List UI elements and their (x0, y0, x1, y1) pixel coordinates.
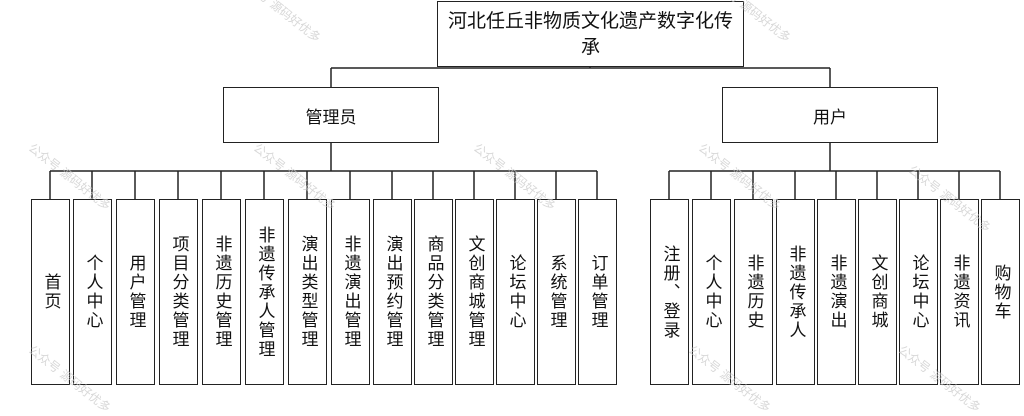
admin-node: 管理员 (223, 87, 439, 143)
admin-leaf: 订单管理 (578, 199, 617, 385)
leaf-label: 个人中心 (82, 254, 103, 330)
leaf-label: 非遗演出 (826, 254, 847, 330)
admin-leaf: 非遗演出管理 (331, 199, 370, 385)
leaf-label: 文创商城管理 (464, 235, 485, 349)
admin-leaf: 首页 (31, 199, 70, 385)
user-node: 用户 (722, 87, 938, 143)
leaf-label: 订单管理 (587, 254, 608, 330)
user-leaf: 购物车 (981, 199, 1020, 385)
user-label: 用户 (813, 107, 847, 128)
user-leaf: 注册、登录 (650, 199, 689, 385)
leaf-label: 非遗演出管理 (340, 235, 361, 349)
leaf-label: 商品分类管理 (423, 235, 444, 349)
user-leaf: 非遗传承人 (776, 199, 815, 385)
leaf-label: 非遗资讯 (949, 254, 970, 330)
admin-leaf: 论坛中心 (496, 199, 535, 385)
user-leaf: 非遗历史 (734, 199, 773, 385)
admin-label: 管理员 (305, 107, 357, 128)
connector-lines (49, 67, 1001, 199)
admin-leaf: 演出类型管理 (288, 199, 327, 385)
admin-leaf: 非遗传承人管理 (245, 199, 284, 385)
org-chart: 河北任丘非物质文化遗产数字化传承 管理员 用户 首页 个人中心 用户管理 项目分… (26, 0, 1020, 415)
user-leaf: 非遗资讯 (940, 199, 979, 385)
leaf-label: 系统管理 (546, 254, 567, 330)
user-leaf: 文创商城 (858, 199, 897, 385)
admin-leaf: 非遗历史管理 (202, 199, 241, 385)
root-node: 河北任丘非物质文化遗产数字化传承 (437, 1, 744, 67)
leaf-label: 用户管理 (125, 254, 146, 330)
user-leaf: 个人中心 (692, 199, 731, 385)
leaf-label: 论坛中心 (908, 254, 929, 330)
user-leaf: 论坛中心 (899, 199, 938, 385)
leaf-label: 个人中心 (701, 254, 722, 330)
leaf-label: 非遗历史 (743, 254, 764, 330)
admin-leaf: 系统管理 (537, 199, 576, 385)
leaf-label: 论坛中心 (505, 254, 526, 330)
leaf-label: 文创商城 (867, 254, 888, 330)
admin-leaf: 文创商城管理 (455, 199, 494, 385)
admin-leaf: 用户管理 (116, 199, 155, 385)
admin-leaf: 商品分类管理 (414, 199, 453, 385)
leaf-label: 非遗历史管理 (211, 235, 232, 349)
admin-leaf: 项目分类管理 (159, 199, 198, 385)
leaf-label: 非遗传承人 (785, 244, 806, 340)
user-leaf: 非遗演出 (817, 199, 856, 385)
leaf-label: 演出预约管理 (382, 235, 403, 349)
admin-leaf: 个人中心 (73, 199, 112, 385)
leaf-label: 项目分类管理 (168, 235, 189, 349)
leaf-label: 演出类型管理 (297, 235, 318, 349)
leaf-label: 注册、登录 (659, 244, 680, 340)
root-title: 河北任丘非物质文化遗产数字化传承 (447, 10, 733, 58)
admin-leaf: 演出预约管理 (373, 199, 412, 385)
leaf-label: 购物车 (990, 263, 1011, 321)
leaf-label: 非遗传承人管理 (254, 225, 275, 359)
leaf-label: 首页 (40, 273, 61, 311)
